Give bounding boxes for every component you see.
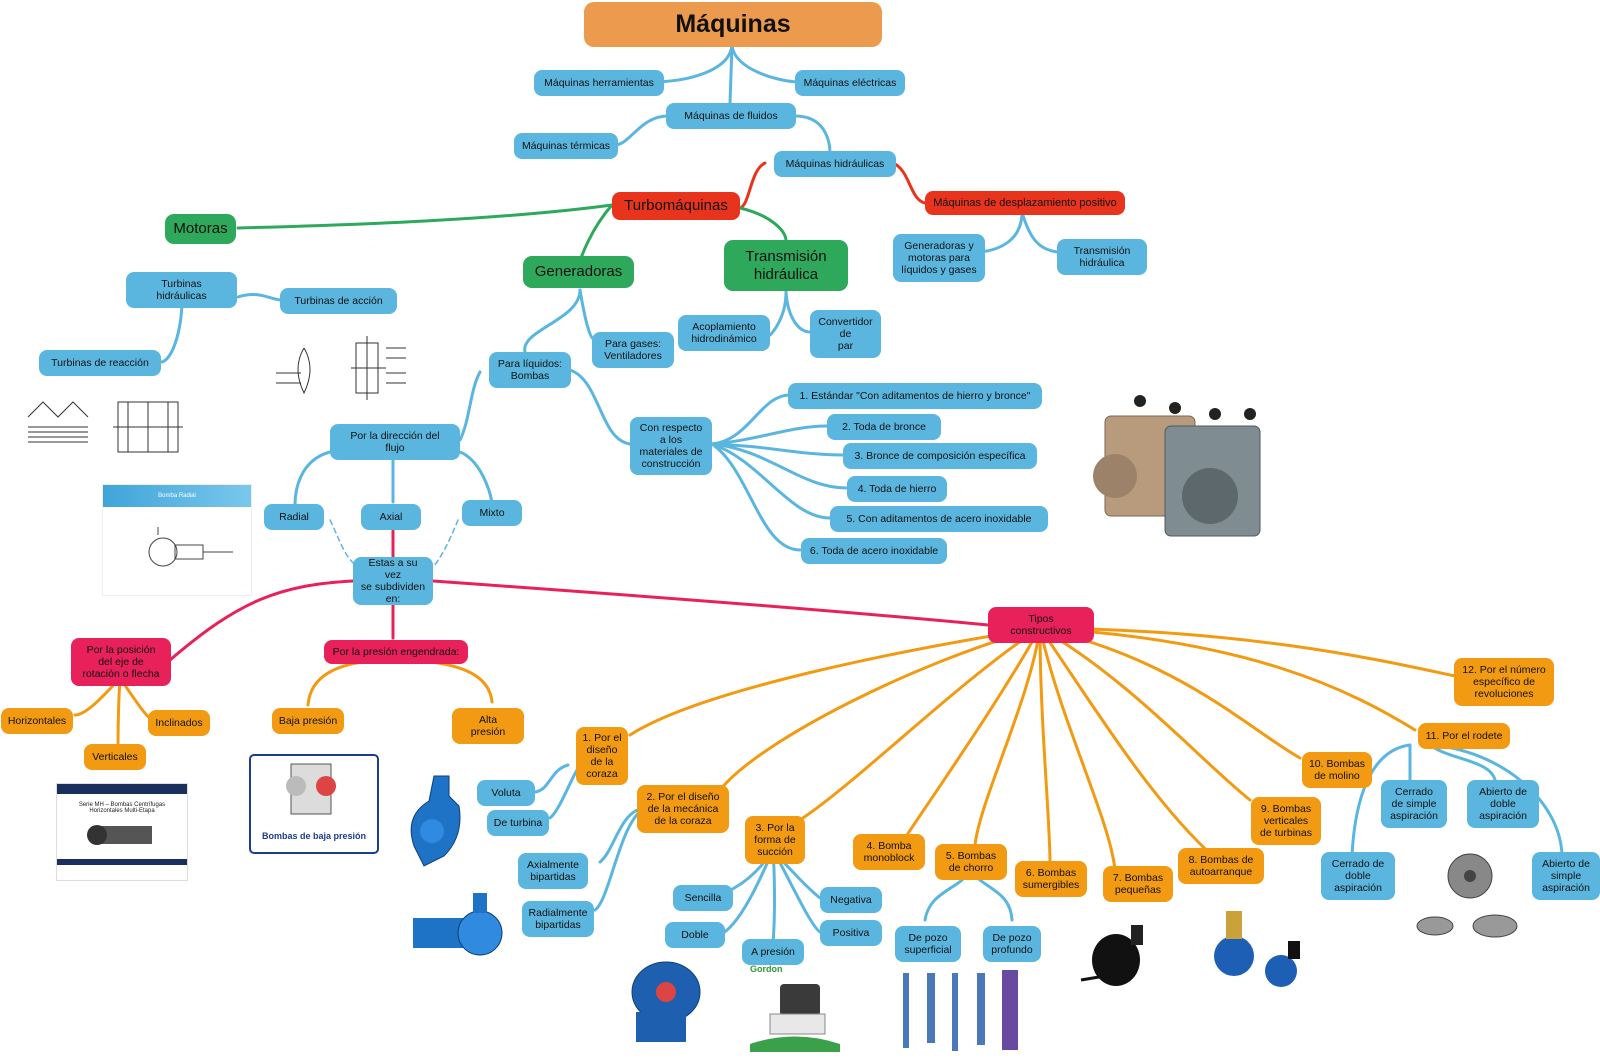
- gordon-logo: Gordon: [750, 964, 783, 974]
- node-subdividen[interactable]: Estas a su vez se subdividen en:: [353, 557, 433, 605]
- node-radialmente-bipartidas[interactable]: Radialmente bipartidas: [522, 901, 594, 937]
- node-material-1[interactable]: 1. Estándar "Con aditamentos de hierro y…: [788, 383, 1042, 409]
- node-cerrado-doble[interactable]: Cerrado de doble aspiración: [1321, 852, 1395, 900]
- turbina-accion-diagram: [256, 328, 416, 406]
- node-para-liquidos-bombas[interactable]: Para líquidos: Bombas: [489, 352, 571, 388]
- node-turbinas-hidraulicas[interactable]: Turbinas hidráulicas: [126, 272, 237, 308]
- small-pump-image: [1080, 925, 1143, 986]
- bomba-radial-slide: Bomba Radial: [102, 484, 252, 596]
- baja-presion-caption: Bombas de baja presión: [261, 831, 367, 841]
- baja-presion-image: Bombas de baja presión: [249, 754, 379, 854]
- node-tipo-4[interactable]: 4. Bomba monoblock: [853, 834, 925, 870]
- node-turbinas-reaccion[interactable]: Turbinas de reacción: [39, 350, 161, 376]
- node-maquinas-electricas[interactable]: Máquinas eléctricas: [795, 70, 905, 96]
- gordon-pump-image: Gordon: [750, 964, 840, 1056]
- root-node-maquinas[interactable]: Máquinas: [584, 2, 882, 47]
- node-generadoras[interactable]: Generadoras: [523, 256, 634, 288]
- node-cerrado-simple[interactable]: Cerrado de simple aspiración: [1381, 780, 1447, 828]
- node-tipo-9[interactable]: 9. Bombas verticales de turbinas: [1251, 797, 1321, 845]
- node-direccion-flujo[interactable]: Por la dirección del flujo: [330, 424, 460, 460]
- impeller-images: [1416, 853, 1518, 938]
- node-tipo-2[interactable]: 2. Por el diseño de la mecánica de la co…: [637, 785, 729, 833]
- node-motoras[interactable]: Motoras: [165, 214, 236, 244]
- node-de-turbina[interactable]: De turbina: [487, 810, 549, 836]
- split-case-pump-image: [631, 961, 701, 1042]
- node-alta-presion[interactable]: Alta presión: [452, 708, 524, 744]
- node-pozo-superficial[interactable]: De pozo superficial: [895, 926, 961, 962]
- node-sencilla[interactable]: Sencilla: [673, 885, 733, 911]
- node-material-6[interactable]: 6. Toda de acero inoxidable: [801, 538, 947, 564]
- node-tipo-8[interactable]: 8. Bombas de autoarranque: [1178, 848, 1264, 884]
- node-transmision-hidraulica[interactable]: Transmisión hidráulica: [724, 240, 848, 291]
- diaphragm-pump-drawing: [286, 763, 336, 815]
- node-generadoras-motoras-liquidos-gases[interactable]: Generadoras y motoras para líquidos y ga…: [893, 234, 985, 282]
- node-negativa[interactable]: Negativa: [820, 887, 882, 913]
- node-tipo-12[interactable]: 12. Por el número específico de revoluci…: [1454, 658, 1554, 706]
- node-abierto-simple[interactable]: Abierto de simple aspiración: [1532, 852, 1600, 900]
- node-inclinados[interactable]: Inclinados: [148, 710, 210, 736]
- node-material-2[interactable]: 2. Toda de bronce: [827, 414, 941, 440]
- bomba-radial-drawing: [148, 527, 233, 567]
- node-tipo-1[interactable]: 1. Por el diseño de la coraza: [576, 727, 628, 785]
- node-posicion-eje[interactable]: Por la posición del eje de rotación o fl…: [71, 638, 171, 686]
- node-horizontales[interactable]: Horizontales: [1, 708, 73, 734]
- node-presion-engendrada[interactable]: Por la presión engendrada:: [324, 640, 468, 664]
- node-transmision-hidraulica-desplazamiento[interactable]: Transmisión hidráulica: [1057, 239, 1147, 275]
- serie-mh-slide: Serie MH – Bombas Centrífugas Horizontal…: [56, 783, 188, 881]
- node-baja-presion[interactable]: Baja presión: [272, 708, 344, 734]
- node-radial[interactable]: Radial: [264, 504, 324, 530]
- node-acoplamiento-hidrodinamico[interactable]: Acoplamiento hidrodinámico: [678, 315, 770, 351]
- node-tipo-10[interactable]: 10. Bombas de molino: [1302, 752, 1372, 788]
- node-material-3[interactable]: 3. Bronce de composición específica: [843, 443, 1037, 469]
- serie-mh-caption: Serie MH – Bombas Centrífugas Horizontal…: [78, 802, 166, 814]
- node-abierto-doble[interactable]: Abierto de doble aspiración: [1467, 780, 1539, 828]
- node-doble[interactable]: Doble: [665, 922, 725, 948]
- bomba-radial-title: Bomba Radial: [103, 485, 251, 507]
- node-maquinas-hidraulicas[interactable]: Máquinas hidráulicas: [774, 151, 896, 177]
- node-maquinas-desplazamiento-positivo[interactable]: Máquinas de desplazamiento positivo: [925, 191, 1125, 215]
- node-tipo-5[interactable]: 5. Bombas de chorro: [935, 844, 1007, 880]
- node-axial[interactable]: Axial: [361, 504, 421, 530]
- node-materiales-construccion[interactable]: Con respecto a los materiales de constru…: [630, 417, 712, 475]
- node-mixto[interactable]: Mixto: [462, 500, 522, 526]
- circulator-pumps-image: [1214, 911, 1300, 987]
- node-maquinas-herramientas[interactable]: Máquinas herramientas: [534, 70, 664, 96]
- node-pozo-profundo[interactable]: De pozo profundo: [983, 926, 1041, 962]
- node-positiva[interactable]: Positiva: [820, 920, 882, 946]
- node-tipo-3[interactable]: 3. Por la forma de succión: [745, 816, 805, 864]
- voluta-pump-image: [410, 775, 461, 867]
- node-turbomaquinas[interactable]: Turbomáquinas: [612, 192, 740, 220]
- node-para-gases-ventiladores[interactable]: Para gases: Ventiladores: [592, 332, 674, 368]
- gordon-pump-drawing: [750, 984, 840, 1052]
- node-tipo-11[interactable]: 11. Por el rodete: [1418, 723, 1510, 749]
- jet-pumps-image: [903, 970, 1018, 1051]
- node-axialmente-bipartidas[interactable]: Axialmente bipartidas: [518, 853, 588, 889]
- node-verticales[interactable]: Verticales: [84, 744, 146, 770]
- node-tipos-constructivos[interactable]: Tipos constructivos: [988, 607, 1094, 643]
- node-material-4[interactable]: 4. Toda de hierro: [847, 476, 947, 502]
- node-turbinas-accion[interactable]: Turbinas de acción: [280, 288, 397, 314]
- node-maquinas-fluidos[interactable]: Máquinas de fluidos: [666, 103, 796, 129]
- node-maquinas-termicas[interactable]: Máquinas térmicas: [514, 133, 618, 159]
- strainer-image: [1093, 395, 1261, 537]
- turbina-pump-image: [413, 893, 503, 956]
- serie-mh-pump-drawing: [87, 825, 152, 845]
- node-tipo-6[interactable]: 6. Bombas sumergibles: [1015, 861, 1087, 897]
- turbina-reaccion-diagram: [8, 382, 198, 464]
- node-material-5[interactable]: 5. Con aditamentos de acero inoxidable: [830, 506, 1048, 532]
- node-convertidor-par[interactable]: Convertidor de par: [810, 310, 881, 358]
- node-voluta[interactable]: Voluta: [477, 780, 535, 806]
- node-tipo-7[interactable]: 7. Bombas pequeñas: [1103, 866, 1173, 902]
- node-a-presion[interactable]: A presión: [742, 939, 804, 965]
